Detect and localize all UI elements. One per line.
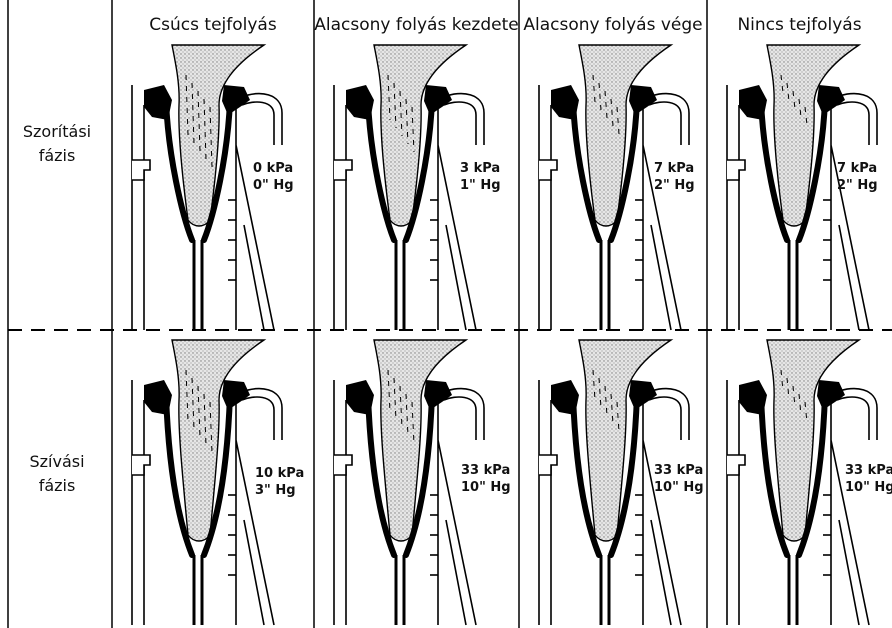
mouthpiece-left xyxy=(739,380,767,415)
shell-left-wall xyxy=(334,380,346,625)
pressure-kpa: 7 kPa xyxy=(837,160,878,177)
connector-nipple xyxy=(727,160,745,180)
pressure-label-r1-c3: 33 kPa 10" Hg xyxy=(845,462,892,496)
pressure-hg: 2" Hg xyxy=(837,177,878,194)
connector-nipple xyxy=(132,160,150,180)
mouthpiece-left xyxy=(346,380,374,415)
pressure-kpa: 0 kPa xyxy=(253,160,294,177)
mouthpiece-left xyxy=(346,85,374,120)
pressure-hg: 10" Hg xyxy=(654,479,704,496)
mouthpiece-left xyxy=(144,85,172,120)
pressure-kpa: 33 kPa xyxy=(845,462,892,479)
shell-left-wall xyxy=(132,85,144,330)
row-label-suction-phase: Szívási fázis xyxy=(8,450,106,498)
short-milk-tube xyxy=(194,555,202,625)
column-header-low-flow-start: Alacsony folyás kezdete xyxy=(314,10,519,40)
connector-nipple xyxy=(727,455,745,475)
short-milk-tube xyxy=(789,555,797,625)
pressure-hg: 2" Hg xyxy=(654,177,695,194)
pressure-label-r0-c0: 0 kPa 0" Hg xyxy=(253,160,294,194)
connector-nipple xyxy=(539,160,557,180)
pressure-kpa: 33 kPa xyxy=(461,462,511,479)
shell-right-wall xyxy=(643,395,681,625)
row-label-squeeze-line2: fázis xyxy=(8,144,106,168)
shell-left-wall xyxy=(132,380,144,625)
short-milk-tube xyxy=(194,240,202,330)
mouthpiece-left xyxy=(739,85,767,120)
connector-nipple xyxy=(334,455,352,475)
short-milk-tube xyxy=(396,240,404,330)
shell-left-wall xyxy=(539,85,551,330)
column-header-no-flow: Nincs tejfolyás xyxy=(707,10,892,40)
row-label-squeeze-phase: Szorítási fázis xyxy=(8,120,106,168)
column-header-low-flow-end: Alacsony folyás vége xyxy=(519,10,707,40)
pressure-hg: 1" Hg xyxy=(460,177,501,194)
shell-right-wall xyxy=(831,395,869,625)
short-milk-tube xyxy=(601,240,609,330)
connector-nipple xyxy=(334,160,352,180)
pressure-hg: 0" Hg xyxy=(253,177,294,194)
short-milk-tube xyxy=(601,555,609,625)
shell-right-wall xyxy=(236,395,274,625)
shell-left-wall xyxy=(727,85,739,330)
pressure-hg: 10" Hg xyxy=(461,479,511,496)
pressure-label-r1-c0: 10 kPa 3" Hg xyxy=(255,465,304,499)
pressure-label-r1-c2: 33 kPa 10" Hg xyxy=(654,462,704,496)
cells-layer xyxy=(132,45,877,625)
pressure-label-r1-c1: 33 kPa 10" Hg xyxy=(461,462,511,496)
mouthpiece-left xyxy=(551,380,579,415)
shell-left-wall xyxy=(727,380,739,625)
pressure-kpa: 7 kPa xyxy=(654,160,695,177)
pressure-kpa: 33 kPa xyxy=(654,462,704,479)
short-milk-tube xyxy=(396,555,404,625)
column-header-peak-flow: Csúcs tejfolyás xyxy=(112,10,314,40)
shell-right-wall xyxy=(438,100,476,330)
row-label-suction-line2: fázis xyxy=(8,474,106,498)
mouthpiece-left xyxy=(144,380,172,415)
pressure-label-r0-c3: 7 kPa 2" Hg xyxy=(837,160,878,194)
shell-left-wall xyxy=(334,85,346,330)
pressure-hg: 3" Hg xyxy=(255,482,304,499)
shell-right-wall xyxy=(438,395,476,625)
mouthpiece-left xyxy=(551,85,579,120)
pressure-hg: 10" Hg xyxy=(845,479,892,496)
shell-right-wall xyxy=(831,100,869,330)
row-label-squeeze-line1: Szorítási xyxy=(8,120,106,144)
shell-right-wall xyxy=(643,100,681,330)
short-milk-tube xyxy=(789,240,797,330)
pressure-label-r0-c2: 7 kPa 2" Hg xyxy=(654,160,695,194)
connector-nipple xyxy=(132,455,150,475)
pressure-label-r0-c1: 3 kPa 1" Hg xyxy=(460,160,501,194)
pressure-kpa: 10 kPa xyxy=(255,465,304,482)
connector-nipple xyxy=(539,455,557,475)
shell-left-wall xyxy=(539,380,551,625)
shell-right-wall xyxy=(236,100,274,330)
row-label-suction-line1: Szívási xyxy=(8,450,106,474)
pressure-kpa: 3 kPa xyxy=(460,160,501,177)
